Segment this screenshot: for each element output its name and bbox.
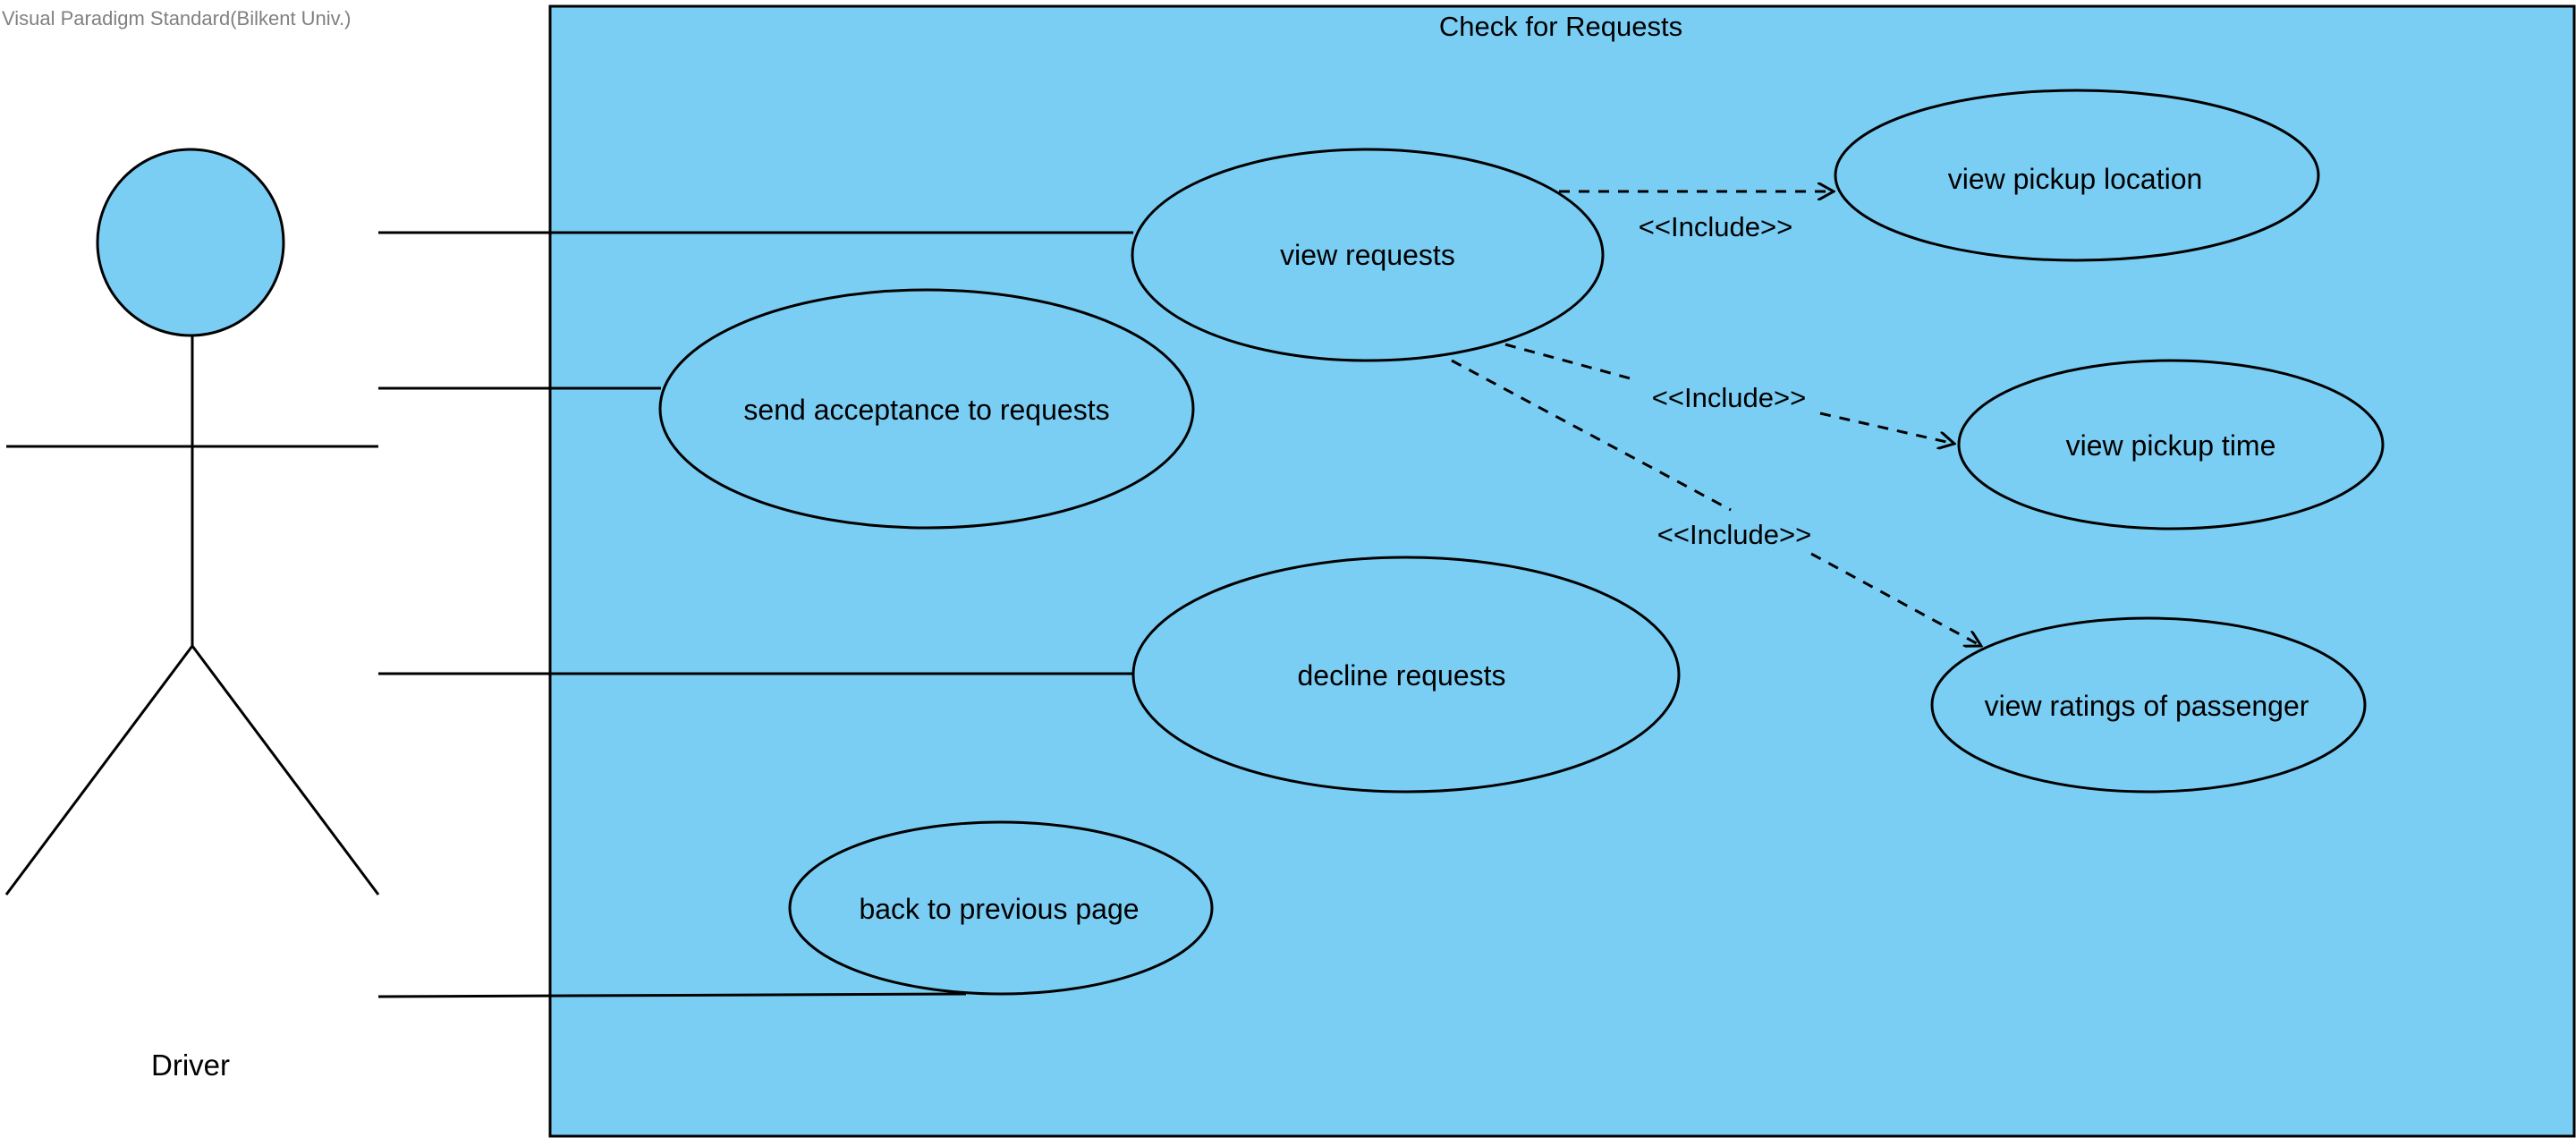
include-arrow-pickup-time-part1[interactable]: [1504, 343, 1638, 382]
actor-head: [96, 148, 285, 337]
actor-driver[interactable]: Driver: [4, 148, 380, 1082]
usecase-view-pickup-location-label: view pickup location: [1948, 163, 2203, 195]
usecase-view-requests-label: view requests: [1280, 239, 1455, 271]
watermark-text: Visual Paradigm Standard(Bilkent Univ.): [2, 7, 351, 30]
include-label-ratings: <<Include>>: [1657, 519, 1811, 550]
usecase-send-acceptance[interactable]: send acceptance to requests: [658, 288, 1195, 530]
usecase-view-requests[interactable]: view requests: [1131, 148, 1605, 362]
usecase-send-acceptance-label: send acceptance to requests: [743, 394, 1109, 426]
include-label-pickup-location: <<Include>>: [1639, 211, 1792, 242]
include-arrow-pickup-time-part2[interactable]: [1819, 412, 1954, 444]
usecase-back-previous[interactable]: back to previous page: [788, 820, 1214, 996]
include-arrow-ratings-part2[interactable]: [1810, 552, 1981, 646]
usecase-decline-requests-label: decline requests: [1297, 659, 1505, 692]
usecase-view-ratings-label: view ratings of passenger: [1985, 690, 2309, 722]
include-label-pickup-time: <<Include>>: [1652, 382, 1806, 413]
usecase-view-ratings[interactable]: view ratings of passenger: [1930, 616, 2367, 794]
usecase-decline-requests[interactable]: decline requests: [1131, 556, 1681, 794]
include-arrow-ratings-part1[interactable]: [1451, 359, 1732, 512]
actor-name: Driver: [151, 1048, 230, 1082]
actor-left-leg: [4, 645, 194, 896]
association-back-previous[interactable]: [377, 992, 967, 998]
actor-right-leg: [191, 645, 380, 896]
usecase-back-previous-label: back to previous page: [859, 893, 1139, 925]
system-title: Check for Requests: [1439, 11, 1682, 42]
usecase-view-pickup-time-label: view pickup time: [2066, 429, 2276, 462]
usecase-view-pickup-time[interactable]: view pickup time: [1957, 359, 2385, 531]
usecase-view-pickup-location[interactable]: view pickup location: [1834, 89, 2320, 262]
